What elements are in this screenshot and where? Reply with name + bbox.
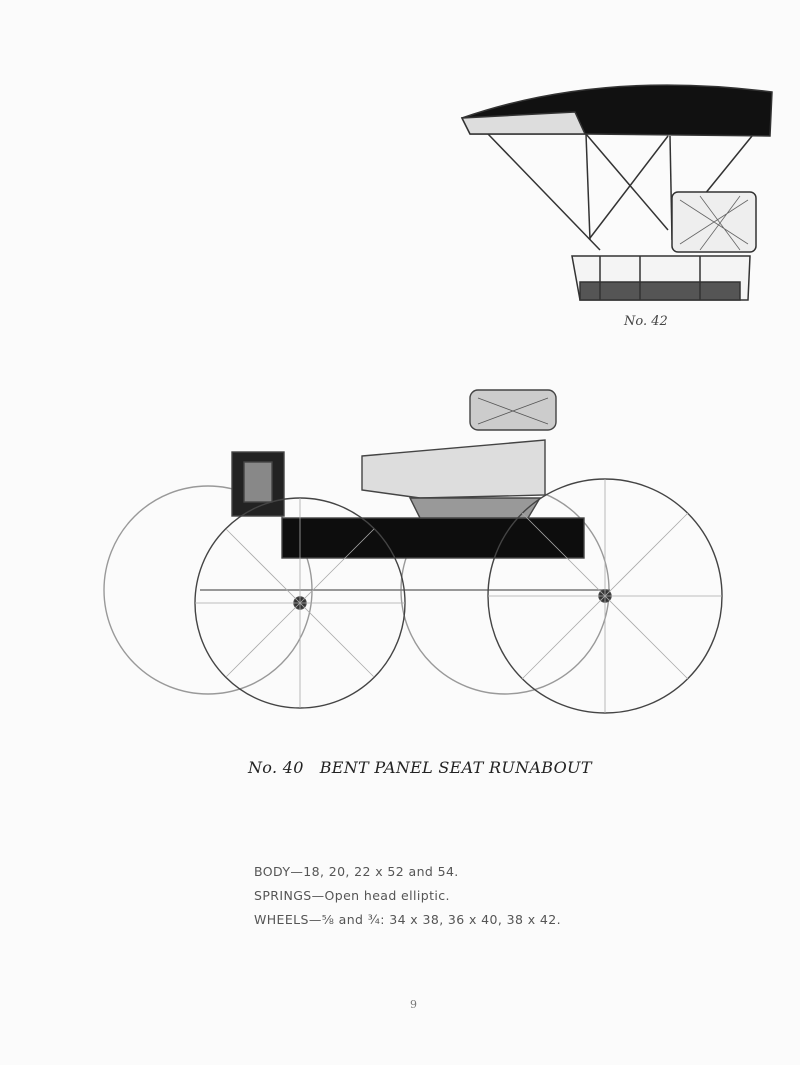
spec-body: BODY—18, 20, 22 x 52 and 54. (254, 864, 459, 879)
model-title: BENT PANEL SEAT RUNABOUT (319, 758, 592, 777)
illustration-no-40 (103, 389, 723, 714)
page-number: 9 (410, 998, 417, 1011)
spec-springs: SPRINGS—Open head elliptic. (254, 888, 450, 903)
model-number: No. 40 (248, 758, 304, 777)
main-caption: No. 40 BENT PANEL SEAT RUNABOUT (248, 758, 608, 777)
caption-no-42: No. 42 (624, 314, 668, 329)
illustration-no-42 (460, 84, 773, 301)
spec-wheels: WHEELS—⅝ and ¾: 34 x 38, 36 x 40, 38 x 4… (254, 912, 561, 927)
